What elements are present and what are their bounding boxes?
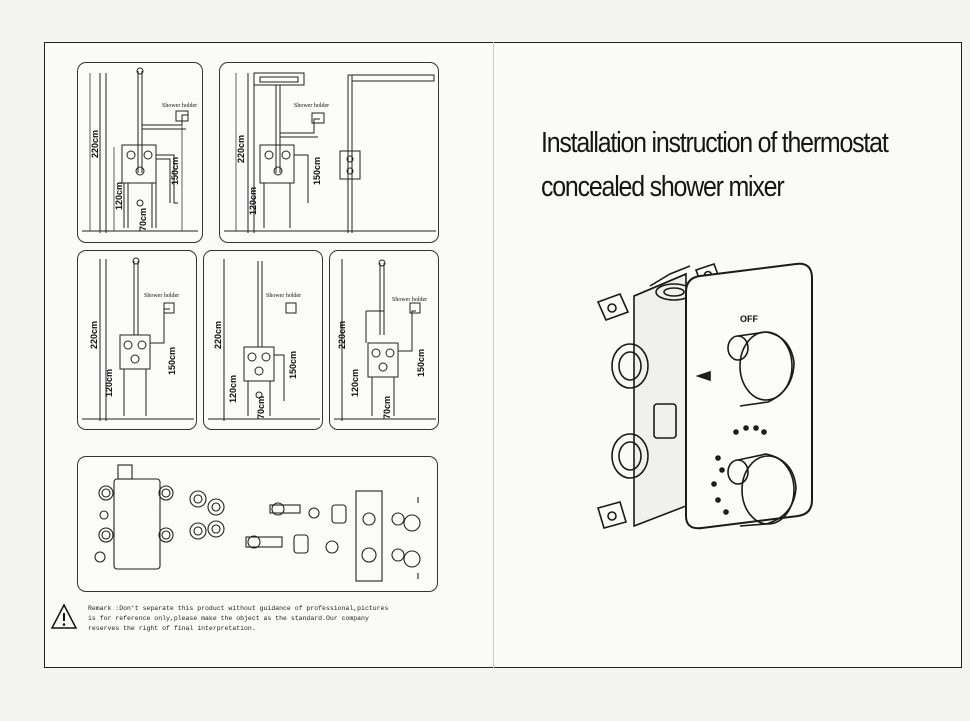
height-120-label-2: 120cm	[248, 187, 258, 215]
height-220-label: 220cm	[90, 130, 100, 158]
install-diagram-3: Shower holder 220cm 120cm 150cm	[77, 250, 197, 430]
height-70-label: 70cm	[138, 208, 148, 231]
height-220-label-2: 220cm	[236, 135, 246, 163]
thermostatic-mixer-illustration: OFF	[596, 262, 813, 530]
install-diagram-5: Shower holder 220cm 120cm 150cm 70cm	[329, 250, 439, 430]
height-70-label-4: 70cm	[256, 396, 266, 419]
shower-holder-label-4: Shower holder	[266, 293, 301, 299]
shower-holder-label-3: Shower holder	[144, 293, 179, 299]
off-label: OFF	[740, 314, 758, 324]
shower-holder-label: Shower holder	[162, 103, 197, 109]
height-120-label-5: 120cm	[350, 369, 360, 397]
height-150-label-5: 150cm	[416, 349, 426, 377]
height-220-label-5: 220cm	[337, 321, 347, 349]
remark-text: Remark :Don't separate this product with…	[88, 605, 389, 632]
height-120-label-4: 120cm	[228, 375, 238, 403]
title-line-1: Installation instruction of thermostat	[541, 127, 889, 159]
shower-holder-label-2: Shower holder	[294, 103, 329, 109]
height-70-label-5: 70cm	[382, 396, 392, 419]
page-title: Installation instruction of thermostat c…	[541, 121, 889, 209]
height-120-label-3: 120cm	[104, 369, 114, 397]
install-diagram-4: Shower holder 220cm 120cm 150cm 70cm	[203, 250, 323, 430]
warning-triangle-icon	[50, 603, 78, 629]
install-diagram-1: Shower holder 220cm 120cm 150cm 70cm	[77, 62, 203, 243]
cover-plate-shape	[355, 490, 383, 582]
height-150-label-3: 150cm	[167, 347, 177, 375]
exploded-parts-view	[77, 456, 438, 592]
page-fold	[493, 42, 494, 668]
height-120-label: 120cm	[114, 182, 124, 210]
title-line-2: concealed shower mixer	[541, 171, 785, 203]
height-150-label: 150cm	[170, 157, 180, 185]
height-150-label-2: 150cm	[312, 157, 322, 185]
install-diagram-2: Shower holder 220cm 120cm 150cm	[219, 62, 439, 243]
height-220-label-3: 220cm	[89, 321, 99, 349]
height-220-label-4: 220cm	[213, 321, 223, 349]
valve-body-shape	[113, 478, 161, 570]
shower-holder-label-5: Shower holder	[392, 297, 427, 303]
height-150-label-4: 150cm	[288, 351, 298, 379]
